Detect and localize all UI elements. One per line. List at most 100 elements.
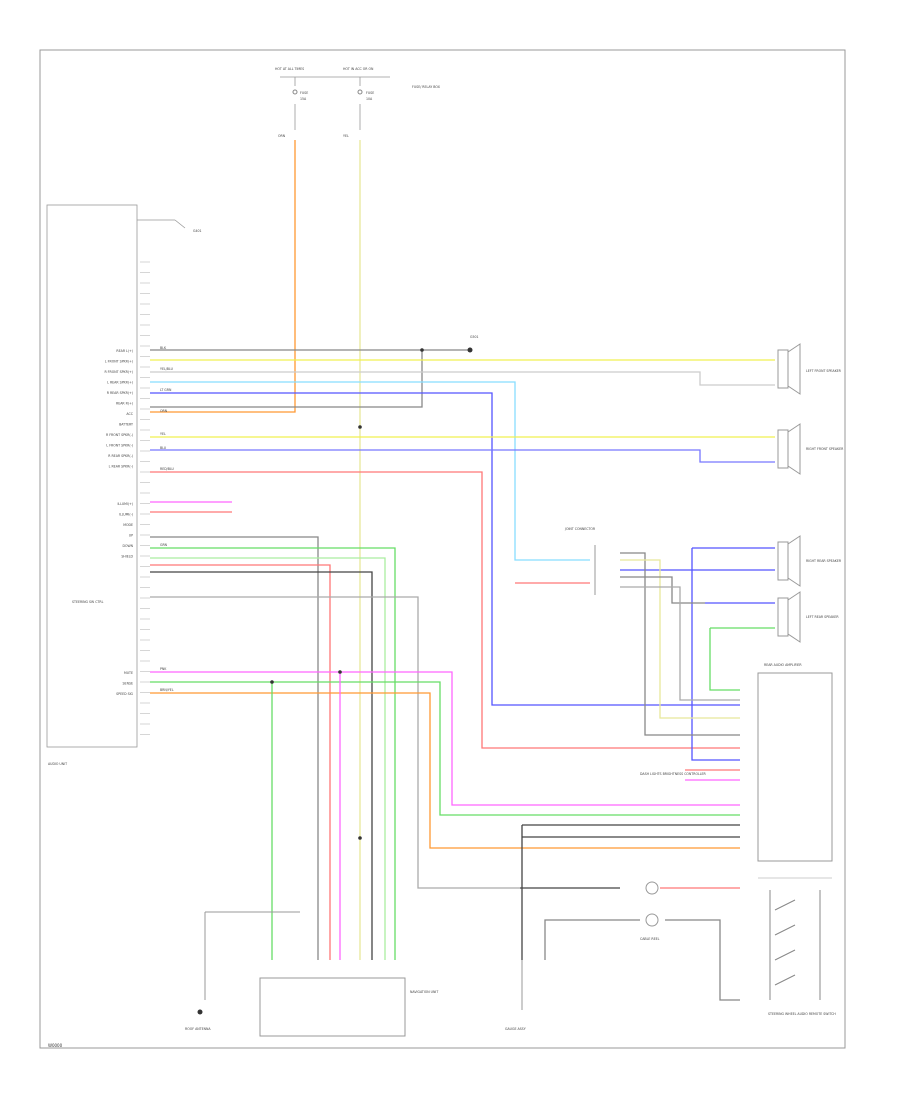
steering-switch: STEERING WHEEL AUDIO REMOTE SWITCH — [758, 877, 836, 1016]
audio-unit: G401 AUDIO UNIT STEERING SW CTRL REAR L(… — [46, 204, 202, 766]
wire-red-1 — [150, 471, 740, 749]
diagram-frame — [39, 49, 846, 1049]
wire-orange-speed — [150, 692, 740, 849]
audio-pin-label: R REAR SPKR(-) — [108, 454, 133, 458]
wire-pink-mute — [150, 671, 740, 806]
fuse-left-value: 15A — [300, 97, 307, 101]
wire-palegreen-down — [150, 557, 386, 960]
wire-green-up — [150, 547, 396, 960]
bottom-grounds: ROOF ANTENNA GAUGE ASSY — [185, 960, 526, 1031]
wire-gray-extra — [150, 596, 520, 889]
wire-label: YEL — [160, 432, 166, 436]
wire-pale-j2 — [620, 559, 740, 719]
speakers: LEFT FRONT SPEAKER RIGHT FRONT SPEAKER R… — [777, 343, 844, 643]
gauge-assy-label: GAUGE ASSY — [505, 1027, 526, 1031]
audio-system-label: STEERING SW CTRL — [72, 600, 104, 604]
ground-point-label: G501 — [470, 335, 479, 339]
wire-gray-j3 — [620, 576, 705, 604]
audio-pin-label: R FRONT SPKR(-) — [106, 433, 133, 437]
dash-lights-label: DASH LIGHTS BRIGHTNESS CONTROLLER — [640, 772, 707, 776]
audio-pin-label: UP — [129, 534, 133, 538]
wire-gray-ret — [150, 350, 423, 408]
wire-lightblue — [150, 381, 590, 561]
wire-blue-rf — [150, 449, 775, 463]
fuse-left-label: FUSE — [300, 91, 308, 95]
wire-gray-j1 — [620, 552, 740, 736]
amplifier-label: REAR AUDIO AMPLIFIER — [764, 663, 802, 667]
wires — [150, 140, 775, 1001]
audio-pin-label: ILLUMI(-) — [119, 513, 133, 517]
fuse-group: HOT AT ALL TIMES HOT IN ACC OR ON FUSE 1… — [275, 67, 441, 138]
fuse-left-icon — [292, 89, 298, 95]
nav-unit: NAVIGATION UNIT — [204, 911, 438, 1037]
wire-blue-1 — [150, 392, 740, 706]
left-front-speaker-label: LEFT FRONT SPEAKER — [806, 369, 842, 373]
audio-pin-label: R REAR SPKR(+) — [107, 391, 133, 395]
footer-code: W0000 — [48, 1043, 63, 1048]
fuse-right-icon — [357, 89, 363, 95]
audio-pin-label: ILLUMI(+) — [117, 502, 133, 506]
wire-orange-battery — [150, 140, 296, 413]
audio-pin-label: MODE — [123, 523, 133, 527]
steering-switch-label: STEERING WHEEL AUDIO REMOTE SWITCH — [768, 1012, 836, 1016]
fuse-wire-left: ORN — [278, 134, 286, 138]
fuse-right-header: HOT IN ACC OR ON — [343, 67, 374, 71]
audio-pin-label: L REAR SPKR(-) — [109, 465, 133, 469]
splices — [270, 347, 473, 840]
fuse-right-value: 10A — [366, 97, 373, 101]
audio-pin-label: R FRONT SPKR(+) — [104, 370, 133, 374]
audio-unit-box — [46, 204, 138, 748]
right-front-speaker-icon: RIGHT FRONT SPEAKER — [777, 423, 844, 475]
wire-gray-j4 — [620, 586, 740, 701]
right-front-speaker-label: RIGHT FRONT SPEAKER — [806, 447, 844, 451]
wire-label: BLU — [160, 446, 167, 450]
left-rear-speaker-icon: LEFT REAR SPEAKER — [777, 591, 839, 643]
audio-pin-label: ACC — [126, 412, 133, 416]
audio-pin-label: BATTERY — [119, 423, 133, 427]
audio-pin-label: L REAR SPKR(+) — [107, 381, 133, 385]
wire-gray-mode — [150, 536, 319, 960]
audio-pin-label: MUTE — [124, 671, 133, 675]
wire-label: PNK — [160, 667, 167, 671]
fuse-left-header: HOT AT ALL TIMES — [275, 67, 304, 71]
wire-black-shield — [150, 571, 373, 960]
wire-palegray-lf — [150, 371, 775, 386]
cable-reel: CABLE REEL — [640, 881, 660, 941]
fuse-box-label: FUSE/ RELAY BOX — [412, 85, 441, 89]
right-rear-speaker-icon: RIGHT REAR SPEAKER — [777, 535, 842, 587]
cable-reel-label: CABLE REEL — [640, 937, 660, 941]
wire-gray-steer2 — [665, 919, 740, 1001]
wire-label: LT GRN — [160, 388, 172, 392]
radio-antenna-label: ROOF ANTENNA — [185, 1027, 211, 1031]
amplifier: REAR AUDIO AMPLIFIER — [757, 663, 833, 862]
wire-label: GRN — [160, 543, 168, 547]
wire-blue-lr — [691, 548, 740, 761]
right-rear-speaker-label: RIGHT REAR SPEAKER — [806, 559, 842, 563]
audio-pin-label: L FRONT SPKR(+) — [105, 360, 133, 364]
wire-green-sense — [150, 681, 740, 816]
fuse-right-label: FUSE — [366, 91, 374, 95]
audio-pin-label: SENSE — [123, 682, 133, 686]
wire-label: BLK — [160, 346, 167, 350]
wire-label: ORN — [160, 409, 168, 413]
wire-green-lr2 — [709, 628, 740, 691]
junction-label: JOINT CONNECTOR — [564, 527, 596, 531]
wire-label: BRN/YEL — [160, 688, 174, 692]
nav-unit-label: NAVIGATION UNIT — [410, 990, 438, 994]
audio-pin-label: DOWN — [123, 544, 134, 548]
wire-label: RED/BLU — [160, 467, 175, 471]
pin-ticks — [140, 261, 150, 735]
audio-pin-label: L FRONT SPKR(-) — [106, 444, 133, 448]
pin-group-1: REAR L(+) L FRONT SPKR(+) R FRONT SPKR(+) L… — [104, 349, 133, 469]
pin-group-3: MUTE SENSE SPEED SIG — [116, 671, 133, 696]
junction-connector: JOINT CONNECTOR — [564, 527, 596, 595]
audio-pin-label: SPEED SIG — [116, 692, 133, 696]
audio-ground-label: G401 — [193, 229, 202, 233]
left-rear-speaker-label: LEFT REAR SPEAKER — [806, 615, 839, 619]
audio-pin-label: REAR L(+) — [116, 349, 133, 353]
wire-red-down — [150, 564, 331, 960]
audio-pin-label: REAR R(+) — [116, 402, 133, 406]
left-front-speaker-icon: LEFT FRONT SPEAKER — [777, 343, 842, 395]
